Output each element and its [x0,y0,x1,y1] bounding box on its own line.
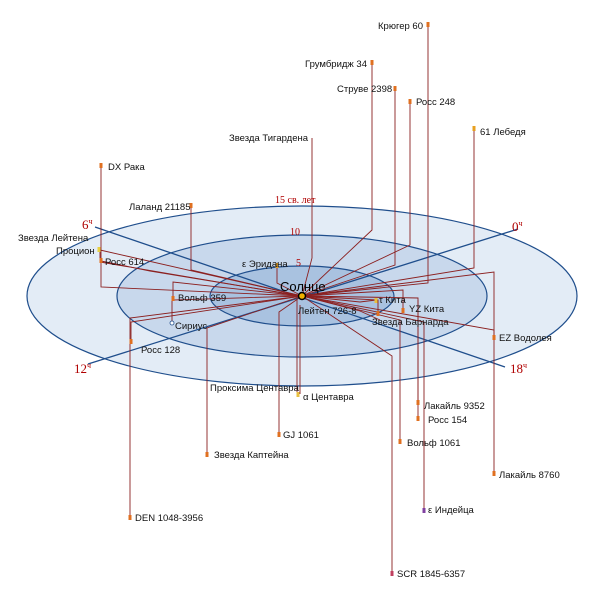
star-label-sirius: Сириус [175,321,207,332]
star-marker-scr-1845-6357 [390,571,394,576]
star-marker-ross-248 [408,99,412,104]
star-marker-tau-ceti [374,298,378,303]
star-marker-lacaille-9352 [416,400,420,405]
star-label-wolf-1061: Вольф 1061 [407,438,461,449]
star-marker-den-1048-3956 [128,515,132,520]
star-label-barnards-star: Звезда Барнарда [372,317,449,328]
star-label-epsilon-indi: ε Индейца [428,505,475,516]
star-label-dx-cancri: DX Рака [108,162,146,173]
star-label-luyten-726-8: Лейтен 726-8 [298,306,357,317]
sun-marker [297,291,307,301]
star-marker-gj-1061 [277,432,281,437]
star-label-lalande-21185: Лаланд 21185 [129,202,191,213]
hour-label-18: 18ч [510,361,527,376]
star-marker-dx-cancri [99,163,103,168]
star-marker-ross-614 [99,258,103,263]
ring-label-5: 5 [296,258,301,269]
star-label-61-cygni: 61 Лебедя [480,127,526,138]
hour-label-6: 6ч [82,217,93,232]
star-label-struve-2398: Струве 2398 [337,84,392,95]
ring-label-10: 10 [290,227,300,238]
star-label-ross-154: Росс 154 [428,415,467,426]
star-label-proxima-centauri: Проксима Центавра [210,383,300,394]
stars: Крюгер 60 Грумбридж 34 Струве 2398 Росс … [18,21,560,580]
star-label-wolf-359: Вольф 359 [178,293,226,304]
star-marker-sirius [169,320,175,326]
star-label-den-1048-3956: DEN 1048-3956 [135,513,203,524]
ring-label-15: 15 св. лет [275,195,316,206]
star-label-teegardens-star: Звезда Тигардена [229,133,309,144]
hour-label-0: 0ч [512,219,523,234]
star-marker-61-cygni [472,126,476,131]
star-marker-epsilon-indi [422,508,426,513]
star-marker-wolf-1061 [398,439,402,444]
star-label-kruger-60: Крюгер 60 [378,21,423,32]
star-label-groombridge-34: Грумбридж 34 [305,59,367,70]
star-label-ross-248: Росс 248 [416,97,455,108]
star-marker-procyon [97,247,101,252]
star-marker-lacaille-8760 [492,471,496,476]
star-marker-ross-154 [416,416,420,421]
hour-label-12: 12ч [74,361,91,376]
star-label-yz-ceti: YZ Кита [409,304,445,315]
star-lines [99,24,495,573]
star-label-procyon: Процион [56,246,95,257]
star-marker-kruger-60 [426,22,430,27]
star-label-luytens-star: Звезда Лейтена [18,233,89,244]
sun-label: Солнце [280,279,326,294]
star-label-ez-aquarii: EZ Водолея [499,333,552,344]
star-marker-kapteyns-star [205,452,209,457]
star-marker-epsilon-eridani [275,263,279,268]
star-label-kapteyns-star: Звезда Каптейна [214,450,289,461]
star-label-lacaille-8760: Лакайль 8760 [499,470,560,481]
star-label-epsilon-eridani: ε Эридана [242,259,288,270]
star-marker-ross-128 [129,339,133,344]
star-label-lacaille-9352: Лакайль 9352 [424,401,485,412]
star-label-ross-128: Росс 128 [141,345,180,356]
star-label-scr-1845-6357: SCR 1845-6357 [397,569,465,580]
star-marker-ez-aquarii [492,335,496,340]
star-marker-wolf-359 [171,296,175,301]
star-marker-alpha-centauri [296,392,300,397]
star-marker-struve-2398 [393,86,397,91]
star-label-tau-ceti: τ Кита [379,295,406,306]
star-marker-lalande-21185 [189,203,193,208]
star-marker-yz-ceti [401,308,405,313]
star-marker-luyten-726-8 [376,311,380,316]
star-label-alpha-centauri: α Центавра [303,392,355,403]
star-marker-groombridge-34 [370,60,374,65]
star-label-gj-1061: GJ 1061 [283,430,319,441]
star-label-ross-614: Росс 614 [105,257,144,268]
